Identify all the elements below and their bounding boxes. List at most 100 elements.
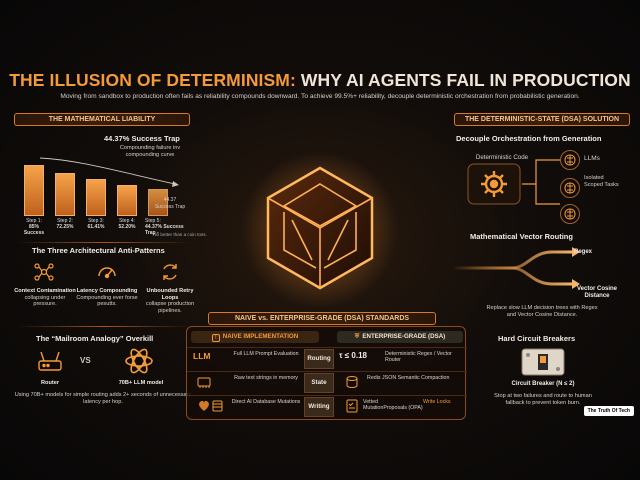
chart-bar (117, 185, 137, 216)
step-label: Step 5:44.37% Success Trap - (145, 218, 189, 236)
divider (16, 326, 192, 327)
mailroom-heading: The “Mailroom Analogy” Overkill (36, 334, 154, 343)
step-category: Step 3: (88, 218, 104, 224)
anti-patterns-heading: The Three Architectural Anti-Patterns (32, 246, 165, 255)
brain-icon (560, 150, 580, 170)
neural-network-icon (32, 260, 56, 284)
row-label-routing: Routing (304, 349, 334, 369)
title-suffix: WHY AI AGENTS FAIL IN PRODUCTION (300, 70, 631, 90)
branch-connector (522, 159, 560, 205)
database-icon (345, 375, 359, 389)
solution-banner: THE DETERMINISTIC-STATE (DSA) SOLUTION (454, 113, 630, 126)
circuit-breaker-icon (516, 347, 570, 377)
cube-icon (240, 150, 400, 310)
shield-icon: ⛨ (354, 333, 360, 340)
step-category: Step 4: (119, 218, 135, 224)
table-row: LLM Full LLM Prompt Evaluation Routing τ… (187, 347, 467, 369)
breaker-desc: Stop at two failures and route to human … (494, 393, 592, 406)
step5-note: No better than a coin toss. (153, 232, 207, 237)
mailroom-desc: Using 70B+ models for simple routing add… (14, 392, 192, 405)
title-prefix: THE ILLUSION OF DETERMINISM: (9, 70, 296, 90)
routing-desc: Replace slow LLM decision trees with Reg… (486, 305, 598, 318)
naive-routing: Full LLM Prompt Evaluation (233, 351, 299, 357)
row-label-state: State (304, 373, 334, 393)
llms-label: LLMs (584, 155, 600, 162)
trend-curve (39, 157, 176, 185)
routing-heading: Mathematical Vector Routing (470, 232, 573, 241)
isolated-tasks-label: Isolated Scoped Tasks (584, 175, 619, 188)
enterprise-routing: Deterministic Regex / Vector Router (385, 351, 452, 364)
final-label-text: Success Trap (154, 203, 186, 210)
naive-state: Raw text strings in memory (234, 375, 298, 381)
chart-bar (148, 189, 168, 216)
standards-banner: NAIVE vs. ENTERPRISE-GRADE (DSA) STANDAR… (208, 312, 436, 325)
step-label: Step 1:85% Success (21, 218, 47, 236)
anti-pattern-2-title: Latency Compounding (76, 288, 138, 294)
brain-icon (560, 204, 580, 224)
naive-header-text: NAIVE IMPLEMENTATION (222, 333, 299, 340)
step-label: Step 3:61.41% (83, 218, 109, 230)
memory-icon (197, 375, 211, 389)
broken-heart-icon (197, 399, 225, 413)
step-label: Step 2:72.25% (52, 218, 78, 230)
routing-arrows (452, 247, 580, 289)
enterprise-header-text: ENTERPRISE-GRADE (DSA) (362, 333, 446, 340)
anti-pattern-2-desc: Compounding ever forse pesutts. (76, 294, 138, 308)
enterprise-state: Redis JSON Semantic Compaction (367, 375, 450, 381)
breaker-label: Circuit Breaker (N ≤ 2) (511, 381, 575, 387)
step-value: 85% Success (23, 224, 45, 236)
table-row: Raw text strings in memory State Redis J… (187, 371, 467, 393)
chart-bar (86, 179, 106, 216)
anti-pattern-3: Unbounded Retry Loops collapse productio… (138, 288, 202, 314)
llm-icon: LLM (193, 351, 211, 361)
brain-icon (560, 178, 580, 198)
naive-header: !NAIVE IMPLEMENTATION (191, 331, 319, 343)
chart-bar (24, 165, 44, 216)
retry-loop-icon (158, 260, 182, 284)
step-value: 44.37% Success Trap - (145, 224, 184, 236)
step-category: Step 5: (145, 218, 161, 224)
final-label-value: 44.37 (163, 197, 177, 203)
trend-arrowhead (172, 181, 179, 187)
liability-banner: THE MATHEMATICAL LIABILITY (14, 113, 190, 126)
enterprise-header: ⛨ENTERPRISE-GRADE (DSA) (337, 331, 463, 343)
write-locks-label: Write Locks (423, 399, 451, 405)
tau-threshold: τ ≤ 0.18 (339, 351, 367, 360)
anti-pattern-3-desc: collapse production pipelines. (145, 301, 195, 314)
step-label: Step 4:52.20% (114, 218, 140, 230)
vector-label: Vector Cosine Distance (576, 286, 617, 299)
divider (16, 242, 192, 243)
anti-pattern-2: Latency Compounding Compounding ever for… (76, 288, 138, 308)
enterprise-writing: Vetted MutationProposals (OPA) (363, 399, 423, 412)
decouple-heading: Decouple Orchestration from Generation (456, 134, 602, 143)
gauge-icon (95, 260, 119, 284)
gear-icon (466, 162, 522, 206)
breakers-heading: Hard Circuit Breakers (498, 334, 576, 343)
step-value: 72.25% (56, 224, 74, 230)
step-category: Step 2: (57, 218, 73, 224)
anti-pattern-3-title: Unbounded Retry Loops (146, 288, 194, 301)
llm-model-icon (122, 344, 156, 378)
success-chart (20, 150, 190, 216)
llm-label: 70B+ LLM model (118, 380, 164, 386)
naive-writing: Direct AI Database Mutations (231, 399, 301, 405)
vs-label: VS (80, 356, 91, 365)
watermark: The Truth Of Tech (583, 406, 634, 416)
regex-label: Regex (574, 249, 593, 255)
anti-pattern-1-title: Context Contamination (14, 288, 76, 294)
anti-pattern-1: Context Contamination collapsing under p… (14, 288, 76, 308)
compounding-curve (39, 157, 179, 187)
deterministic-code-label: Deterministic Code (475, 154, 529, 161)
final-label: 44.37 Success Trap (150, 197, 190, 210)
step-value: 61.41% (87, 224, 105, 230)
step-category: Step 1: (26, 218, 42, 224)
trap-title: 44.37% Success Trap (104, 134, 180, 143)
warning-icon: ! (211, 334, 220, 342)
chart-bar (55, 173, 75, 216)
router-label: Router (40, 380, 60, 386)
step-value: 52.20% (118, 224, 136, 230)
table-row: Direct AI Database Mutations Writing Vet… (187, 395, 467, 417)
trap-note: Compounding failure inv compounding curv… (119, 145, 181, 158)
standards-table: !NAIVE IMPLEMENTATION ⛨ENTERPRISE-GRADE … (186, 326, 467, 420)
